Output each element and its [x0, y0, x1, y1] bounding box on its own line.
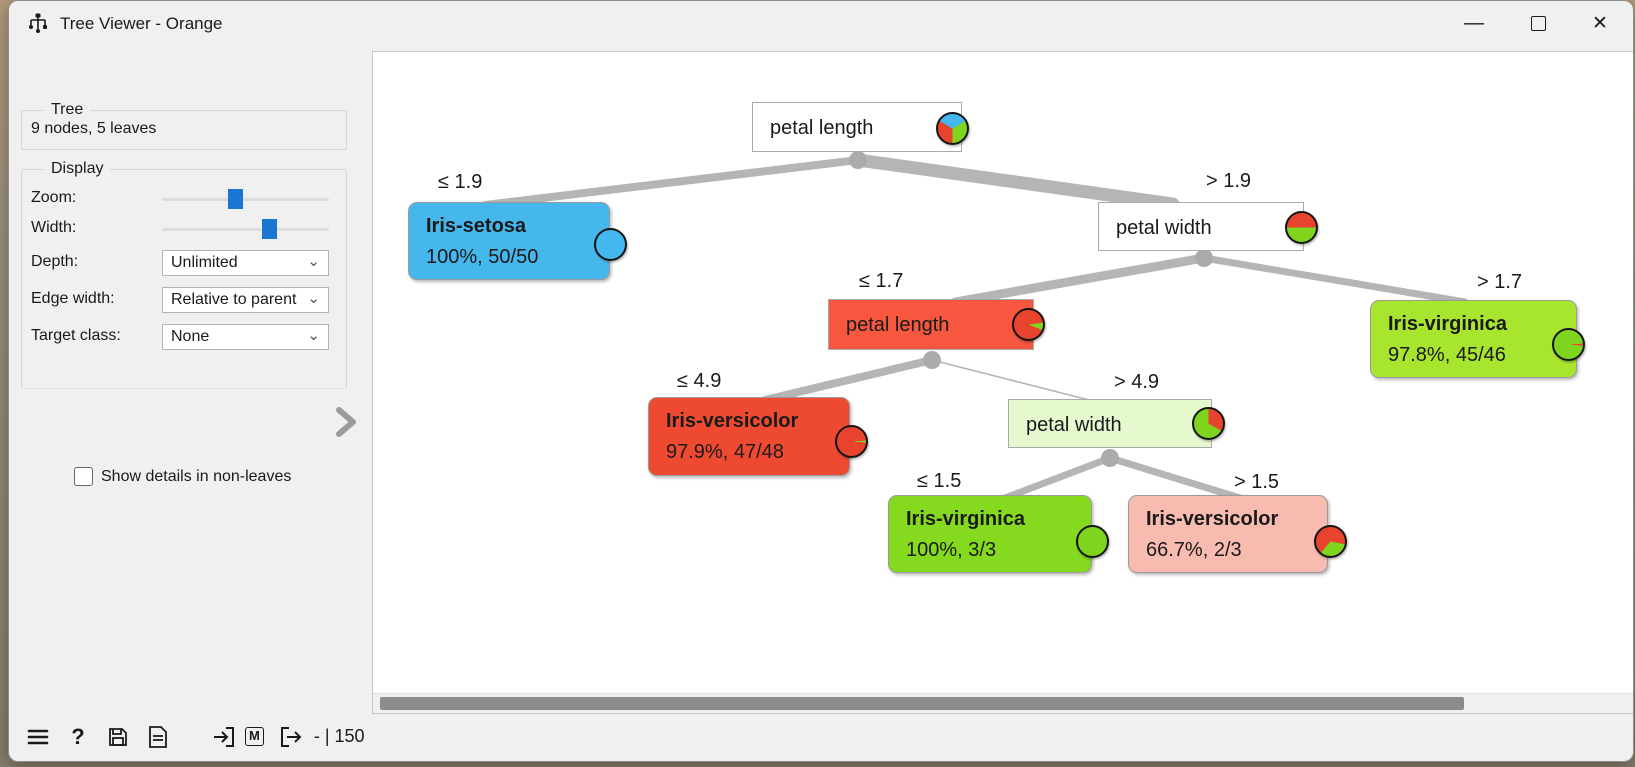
- depth-select[interactable]: Unlimited ⌄: [162, 250, 329, 276]
- target-class-row: Target class: None ⌄: [31, 324, 337, 350]
- pie-chart-icon[interactable]: [1314, 525, 1347, 558]
- display-groupbox-title: Display: [44, 160, 111, 178]
- depth-label: Depth:: [31, 253, 79, 270]
- maximize-button[interactable]: [1509, 1, 1567, 45]
- edge-label: ≤ 1.7: [859, 270, 904, 292]
- control-panel: Tree 9 nodes, 5 leaves Display Zoom: Wid…: [9, 46, 365, 761]
- tree-edges: [481, 151, 1469, 502]
- edge-label: > 1.9: [1206, 170, 1252, 192]
- minimize-button[interactable]: —: [1464, 11, 1484, 34]
- output-summary-icon[interactable]: [278, 724, 304, 750]
- zoom-slider-handle[interactable]: [228, 189, 244, 209]
- tree-node-iris-virginica[interactable]: Iris-virginica 97.8%, 45/46: [1370, 300, 1577, 378]
- output-summary-text: - | 150: [313, 726, 365, 746]
- pie-chart-icon[interactable]: [1285, 211, 1318, 244]
- save-icon[interactable]: [105, 724, 131, 750]
- edge-width-label: Edge width:: [31, 290, 115, 307]
- edge-width-select[interactable]: Relative to parent ⌄: [162, 287, 329, 313]
- node-stats: 97.8%, 45/46: [1388, 344, 1506, 366]
- zoom-label: Zoom:: [31, 189, 77, 206]
- target-class-select[interactable]: None ⌄: [162, 324, 329, 350]
- target-class-value: None: [171, 328, 210, 345]
- show-details-checkbox[interactable]: [74, 467, 93, 486]
- show-details-label: Show details in non-leaves: [101, 467, 292, 485]
- pie-chart-icon[interactable]: [1552, 328, 1585, 361]
- node-stats: 66.7%, 2/3: [1146, 539, 1242, 561]
- node-class: Iris-setosa: [426, 215, 527, 237]
- width-slider-handle[interactable]: [261, 219, 277, 239]
- tree-groupbox: Tree 9 nodes, 5 leaves: [21, 101, 347, 150]
- edge-label: ≤ 4.9: [677, 370, 722, 392]
- input-summary-icon[interactable]: [211, 724, 237, 750]
- node-stats: 97.9%, 47/48: [666, 441, 784, 463]
- node-class: Iris-versicolor: [1146, 508, 1279, 530]
- panel-expander-chevron-icon[interactable]: [331, 404, 361, 440]
- chevron-down-icon: ⌄: [307, 253, 320, 270]
- depth-value: Unlimited: [171, 254, 238, 271]
- target-class-label: Target class:: [31, 327, 121, 344]
- node-class: Iris-virginica: [1388, 313, 1507, 335]
- horizontal-scrollbar[interactable]: [373, 693, 1633, 713]
- tree-node-petal-width-2[interactable]: petal width: [1008, 399, 1212, 448]
- titlebar[interactable]: Tree Viewer - Orange: [9, 1, 1633, 46]
- node-attribute: petal width: [1116, 217, 1212, 239]
- width-slider[interactable]: [162, 219, 329, 239]
- help-icon[interactable]: ?: [71, 723, 85, 749]
- tree-node-iris-setosa[interactable]: Iris-setosa 100%, 50/50: [408, 202, 610, 280]
- window-title: Tree Viewer - Orange: [60, 13, 223, 33]
- tree-node-petal-length[interactable]: petal length: [828, 299, 1034, 350]
- edge-label: ≤ 1.5: [917, 470, 962, 492]
- edge-width-value: Relative to parent: [171, 291, 297, 308]
- node-stats: 100%, 50/50: [426, 246, 539, 268]
- width-row: Width:: [31, 216, 337, 242]
- tree-canvas[interactable]: ≤ 1.9 > 1.9 ≤ 1.7 > 1.7 ≤ 4.9 > 4.9 ≤ 1.…: [372, 51, 1633, 714]
- node-attribute: petal length: [770, 117, 874, 139]
- depth-row: Depth: Unlimited ⌄: [31, 250, 337, 276]
- tree-node-iris-versicolor-2[interactable]: Iris-versicolor 66.7%, 2/3: [1128, 495, 1328, 573]
- pie-chart-icon[interactable]: [1076, 525, 1109, 558]
- tree-node-petal-width[interactable]: petal width: [1098, 202, 1304, 251]
- tree-groupbox-title: Tree: [44, 101, 91, 119]
- edge-label: ≤ 1.9: [438, 171, 483, 193]
- tree-node-count: 9 nodes, 5 leaves: [31, 120, 157, 137]
- tree-viewer-window: Tree Viewer - Orange — ✕ Tree 9 nodes, 5…: [8, 0, 1634, 762]
- tree-node-iris-versicolor[interactable]: Iris-versicolor 97.9%, 47/48: [648, 397, 850, 476]
- tree-viewer-app-icon: [29, 13, 47, 33]
- menu-icon[interactable]: [25, 724, 51, 750]
- display-groupbox: Display Zoom: Width: Depth: Unlimited ⌄: [21, 160, 347, 486]
- pie-chart-icon[interactable]: [1012, 308, 1045, 341]
- node-attribute: petal length: [846, 314, 950, 336]
- edge-label: > 1.5: [1234, 471, 1280, 493]
- edge-label: > 1.7: [1477, 271, 1523, 293]
- tree-node-iris-virginica-2[interactable]: Iris-virginica 100%, 3/3: [888, 495, 1092, 573]
- close-button[interactable]: ✕: [1592, 12, 1608, 34]
- zoom-slider[interactable]: [162, 189, 329, 209]
- pie-chart-icon[interactable]: [936, 112, 969, 145]
- tree-node-petal-length-root[interactable]: petal length: [752, 102, 962, 152]
- node-attribute: petal width: [1026, 414, 1122, 436]
- pie-chart-icon[interactable]: [835, 425, 868, 458]
- edge-width-row: Edge width: Relative to parent ⌄: [31, 287, 337, 313]
- report-icon[interactable]: [145, 724, 171, 750]
- zoom-row: Zoom:: [31, 186, 337, 212]
- input-summary-badge[interactable]: M: [245, 727, 264, 746]
- edge-label: > 4.9: [1114, 371, 1160, 393]
- pie-chart-icon[interactable]: [594, 228, 627, 261]
- status-bar: ? M - | 150: [9, 712, 365, 761]
- show-details-row: Show details in non-leaves: [74, 467, 291, 486]
- horizontal-scrollbar-thumb[interactable]: [380, 697, 1464, 710]
- node-class: Iris-virginica: [906, 508, 1025, 530]
- width-label: Width:: [31, 219, 77, 236]
- node-class: Iris-versicolor: [666, 410, 799, 432]
- pie-chart-icon[interactable]: [1192, 407, 1225, 440]
- chevron-down-icon: ⌄: [307, 327, 320, 344]
- chevron-down-icon: ⌄: [307, 290, 320, 307]
- node-stats: 100%, 3/3: [906, 539, 997, 561]
- maximize-icon: [1530, 15, 1546, 31]
